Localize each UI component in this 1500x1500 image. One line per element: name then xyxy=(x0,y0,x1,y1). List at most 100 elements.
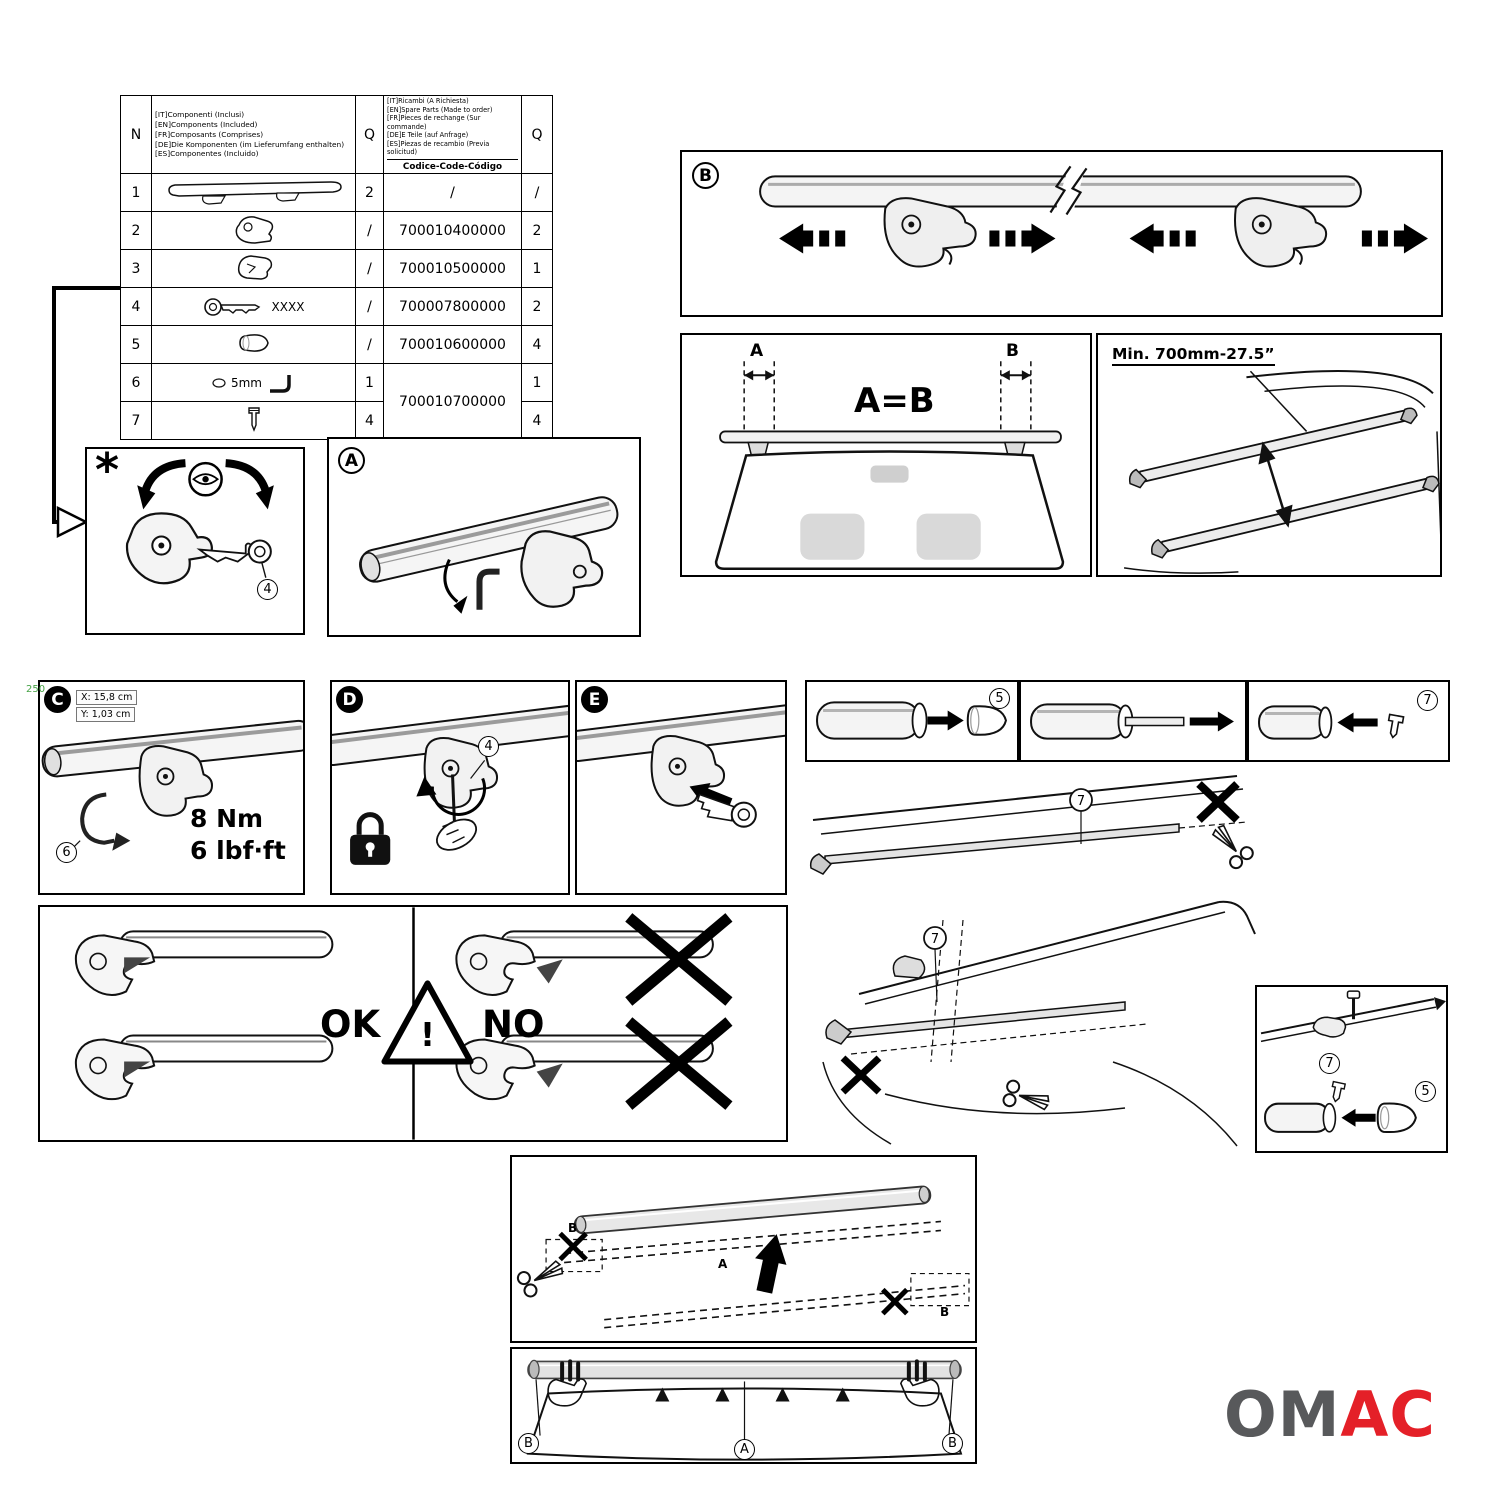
row-code: 700010600000 xyxy=(383,325,522,365)
rotate-right-arrow xyxy=(225,459,270,493)
panel-step-d-lock: D 4 xyxy=(330,680,570,895)
warning-exclamation: ! xyxy=(420,1015,436,1054)
rail-b-label-bottom: B xyxy=(940,1305,950,1319)
row-q: 2 xyxy=(355,173,384,213)
aero-bar xyxy=(359,496,619,583)
turn-arrow xyxy=(443,558,459,603)
rear-a-center: A xyxy=(734,1439,755,1460)
screw-icon xyxy=(1331,1080,1347,1103)
scissors-icon xyxy=(1002,1079,1050,1111)
included-line: [IT]Componenti (Inclusi) xyxy=(155,110,245,120)
min-span-note: Min. 700mm-27.5” xyxy=(1112,345,1275,366)
clamp-icon xyxy=(235,216,273,244)
row-q: 1 xyxy=(521,249,553,289)
col-included: [IT]Componenti (Inclusi) [EN]Components … xyxy=(151,94,356,175)
torque-illustration xyxy=(41,719,303,851)
col-q-spare: Q xyxy=(521,94,553,175)
screw-insert-illustration xyxy=(1258,705,1405,740)
cross-mark-icon xyxy=(558,1231,588,1262)
endcap-icon xyxy=(1376,1102,1417,1134)
torque-lbf: 6 lbf·ft xyxy=(190,836,286,865)
allen-key-icon xyxy=(476,568,500,610)
scissors-icon xyxy=(1211,824,1254,870)
hand-with-key xyxy=(436,774,478,851)
row-code: 700010500000 xyxy=(383,249,522,289)
correct-mount-bottom xyxy=(74,1034,334,1101)
row-q: / xyxy=(355,249,384,289)
row-q: 1 xyxy=(521,363,553,403)
col-n: N xyxy=(120,94,152,175)
aero-bar xyxy=(573,1185,932,1235)
row-q: 1 xyxy=(355,363,384,403)
scissors-icon xyxy=(516,1260,564,1298)
roof-cut-diagram: 7 7 xyxy=(809,775,1256,1147)
spare-line: [ES]Piezas de recambio (Previa solicitud… xyxy=(387,139,490,157)
table-row: 5 / 700010600000 4 xyxy=(120,325,553,365)
table-row: 2 / 700010400000 2 xyxy=(120,211,553,251)
pull-arrow xyxy=(1189,711,1234,732)
panel-step-e-key: E xyxy=(575,680,787,895)
rail-b-label-top: B xyxy=(568,1221,578,1235)
key-insert-illustration xyxy=(577,703,785,828)
callout-endcap-5: 5 xyxy=(989,688,1010,709)
part-icon-bracket xyxy=(151,249,356,289)
min-span-illustration xyxy=(1123,370,1440,574)
washer-icon xyxy=(212,378,226,388)
padlock-icon xyxy=(350,812,391,865)
correct-mount-top xyxy=(74,930,334,996)
panel-spare-rod xyxy=(1019,680,1247,762)
spare-line: [FR]Pieces de rechange (Sur commande) xyxy=(387,114,481,131)
span-arrow xyxy=(1258,441,1293,528)
cross-mark-icon xyxy=(1196,781,1240,823)
foot-clamp xyxy=(650,734,726,807)
key-lock-illustration xyxy=(125,459,274,585)
step-a-label: A xyxy=(338,447,365,474)
table-row: 1 2 / / xyxy=(120,173,553,213)
callout-top-7: 7 xyxy=(1077,794,1085,809)
panel-endcap-screw-detail: 7 5 xyxy=(1255,985,1448,1153)
callout-screw-7: 7 xyxy=(1319,1053,1340,1074)
row-q: / xyxy=(355,211,384,251)
included-line: [ES]Componentes (Incluido) xyxy=(155,149,259,159)
endcap-icon xyxy=(966,705,1007,736)
panel-min-span: Min. 700mm-27.5” xyxy=(1096,333,1442,577)
roof-bar xyxy=(719,430,1062,444)
step-b-label: B xyxy=(692,162,719,189)
part-icon-screw xyxy=(151,401,356,441)
logo-text-gray: OM xyxy=(1224,1378,1341,1451)
row-q: 4 xyxy=(355,401,384,441)
rear-window xyxy=(526,1387,963,1461)
panel-spacing-equal: A B A=B xyxy=(680,333,1092,577)
placement-illustration xyxy=(516,1185,970,1329)
ok-no-illustration xyxy=(74,907,733,1140)
panel-key-lock-note: * 4 xyxy=(85,443,305,635)
equal-spacing-formula: A=B xyxy=(854,381,935,421)
table-row: 7 4 4 xyxy=(120,401,553,441)
panel-ok-no: OK ! NO xyxy=(38,905,788,1142)
panel-rear-alignment: B A B xyxy=(510,1347,977,1464)
row-q: 4 xyxy=(521,401,553,441)
insert-arrow xyxy=(1337,712,1378,733)
part-icon-allen-key: 5mm xyxy=(151,363,356,403)
col-q-included: Q xyxy=(355,94,384,175)
part-icon-key: XXXX xyxy=(151,287,356,327)
bar-a-label: A xyxy=(718,1257,728,1271)
part-icon-endcap xyxy=(151,325,356,365)
allen-size-label: 5mm xyxy=(230,375,262,390)
key-code-label: XXXX xyxy=(271,299,305,314)
ok-label: OK xyxy=(320,1003,381,1046)
slide-right-arrow xyxy=(989,223,1056,254)
dimension-b xyxy=(1000,361,1032,430)
crossbar-rear xyxy=(1151,475,1440,559)
clamp-with-key-icon xyxy=(125,512,272,585)
dim-y-box: Y: 1,03 cm xyxy=(76,707,136,722)
callout-mid-7: 7 xyxy=(931,932,939,947)
panel-spare-endcap: 5 xyxy=(805,680,1019,762)
included-line: [DE]Die Komponenten (im Lieferumfang ent… xyxy=(155,139,345,149)
screw-icon xyxy=(1387,713,1405,739)
row-q: 2 xyxy=(521,211,553,251)
row-n: 1 xyxy=(120,173,152,213)
aero-bar xyxy=(527,1360,962,1380)
row-q: / xyxy=(521,173,553,213)
lift-arrow xyxy=(755,1234,787,1294)
